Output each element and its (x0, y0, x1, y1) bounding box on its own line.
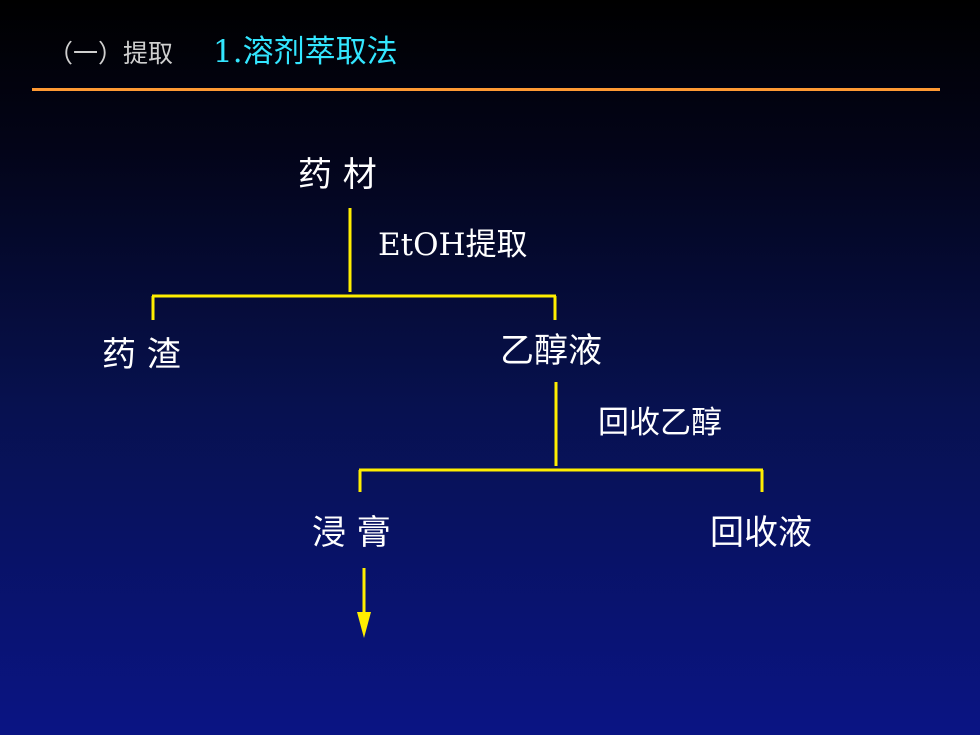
step-recover-ethanol: 回收乙醇 (598, 405, 722, 441)
node-herb: 药 材 (298, 155, 377, 195)
node-ethanol-solution: 乙醇液 (500, 331, 602, 371)
page-title: 1.溶剂萃取法 (213, 34, 398, 70)
node-residue: 药 渣 (102, 335, 181, 375)
node-extract: 浸 膏 (312, 513, 391, 553)
section-label: （一）提取 (48, 39, 174, 68)
header-divider (32, 88, 940, 91)
slide-header: （一）提取 1.溶剂萃取法 (48, 26, 398, 74)
step-etoh-extraction: EtOH提取 (378, 227, 528, 263)
arrow-down-icon (357, 612, 371, 638)
node-recovered: 回收液 (710, 513, 812, 553)
